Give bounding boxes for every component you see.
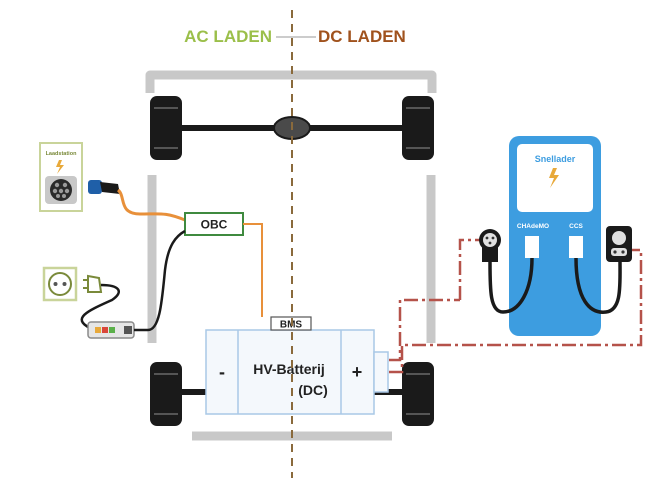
battery-body (205, 329, 375, 415)
dc-path-chademo (389, 298, 460, 362)
socket-pin (62, 194, 66, 198)
socket-pin (64, 188, 70, 194)
plug-pin (485, 236, 489, 240)
hv-battery: - + HV-Batterij (DC) (205, 329, 389, 415)
plug-pin (613, 250, 617, 254)
ac-charging-station: Laadstation (39, 142, 83, 212)
iccb-to-obc-cable (134, 229, 186, 332)
ccs-plug-lower-face (611, 248, 627, 256)
charger-title: Snellader (535, 154, 576, 164)
ac-laden-label: AC LADEN (184, 27, 272, 46)
wheel-rear-left (150, 362, 182, 426)
granny-cable (80, 283, 120, 330)
ccs-plug-upper-face (612, 231, 626, 245)
socket-pin (52, 188, 58, 194)
chademo-label: CHAdeMO (517, 223, 549, 230)
lightning-icon (56, 160, 64, 174)
ccs-cable (574, 257, 622, 314)
battery-minus-sign: - (219, 362, 225, 382)
outlet-hole (53, 282, 58, 286)
plug-pin (488, 241, 492, 245)
chademo-cable (488, 257, 534, 314)
wheel-front-right (402, 96, 434, 160)
iccb-led-green (109, 327, 115, 333)
plug-handle (100, 182, 120, 194)
ac-plug (88, 180, 120, 194)
household-plug (83, 274, 103, 293)
obc-to-battery-line (243, 223, 263, 317)
socket-pin (62, 182, 68, 188)
chademo-plug-face (483, 233, 497, 247)
iccb-led-red (102, 327, 108, 333)
chademo-plug (479, 229, 501, 262)
wheel-front-left (150, 96, 182, 160)
dc-path-chademo-up (458, 238, 488, 300)
chademo-holster (525, 236, 539, 258)
battery-label: HV-Batterij (253, 361, 325, 377)
socket-pin (54, 182, 60, 188)
dc-charging-path (389, 238, 643, 374)
ccs-plug (606, 226, 632, 262)
obc-module: OBC (184, 212, 244, 236)
household-outlet (42, 266, 78, 302)
ac-cable-station-to-obc (116, 188, 186, 222)
outlet-hole (62, 282, 67, 286)
battery-terminal (373, 351, 389, 393)
wheel-rear-right (402, 362, 434, 426)
header: AC LADEN DC LADEN (184, 27, 406, 46)
obc-label: OBC (201, 218, 228, 232)
plug-head-icon (88, 180, 102, 194)
plug-pin (491, 236, 495, 240)
schuko-plug-icon (87, 274, 103, 293)
battery-plus-sign: + (352, 362, 363, 382)
battery-label-dc: (DC) (298, 382, 328, 398)
ccs-holster (569, 236, 583, 258)
socket-pin (56, 194, 60, 198)
dc-laden-label: DC LADEN (318, 27, 406, 46)
station-label: Laadstation (46, 151, 78, 157)
lightning-icon (549, 168, 559, 188)
socket-pin (58, 188, 64, 194)
iccb-box (87, 321, 135, 339)
chassis-top-bar (145, 70, 437, 93)
plug-pin (621, 250, 625, 254)
iccb-led-orange (95, 327, 101, 333)
outlet-socket-icon (48, 272, 72, 296)
dc-path-ccs (389, 248, 643, 374)
ccs-label: CCS (569, 223, 583, 230)
iccb-connector (124, 326, 132, 334)
